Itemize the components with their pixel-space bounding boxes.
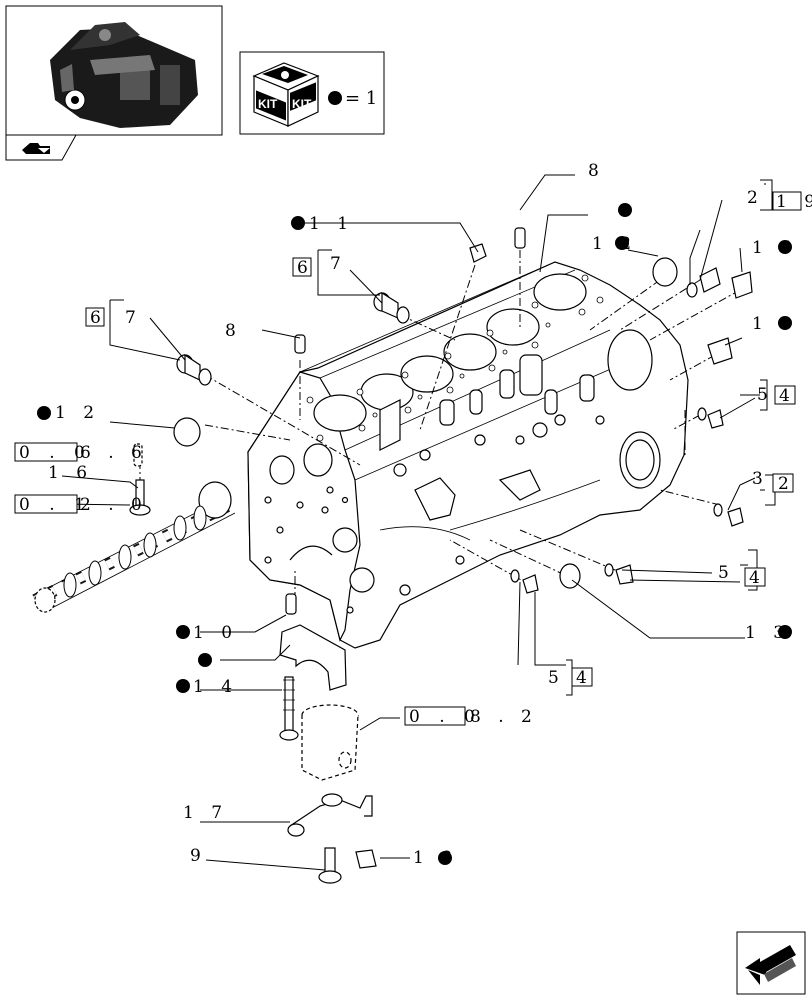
callout-dots (37, 203, 792, 865)
callout-15: 1 5 (752, 238, 797, 258)
plug-5-lower (615, 564, 634, 585)
ref-box-0-08-2: 0 . 0 (409, 707, 482, 727)
washer-3 (713, 503, 723, 517)
washer-5-bottom (510, 569, 520, 583)
plug-15 (731, 271, 753, 299)
plug-3 (727, 507, 744, 527)
washer-2 (686, 282, 698, 298)
plug-top (469, 243, 487, 263)
callout-labels: 8 2 1 9 1 1 1 2 1 5 6 7 6 7 8 1 1 5 4 1 … (19, 161, 812, 868)
oil-nozzle-17 (287, 793, 373, 837)
kit-legend: KIT KIT = 1 (239, 51, 385, 135)
callout-10: 1 0 (193, 623, 238, 643)
plug-5-bottom (522, 574, 539, 594)
engine-thumbnail[interactable] (5, 5, 223, 161)
pin-06-6 (133, 443, 143, 467)
folder-arrow-icon (22, 143, 50, 154)
kit-dot-marker (328, 91, 342, 105)
callout-16: 1 6 (48, 463, 93, 483)
ref-box-6-upper: 6 (297, 258, 315, 278)
dowel-10 (285, 593, 297, 615)
callout-7-upper: 7 (330, 254, 347, 274)
small-parts (129, 227, 753, 884)
next-page-button[interactable] (736, 931, 806, 995)
callout-3: 3 (752, 469, 769, 489)
engine-thumbnail-image (50, 22, 198, 128)
plug-18 (355, 849, 377, 869)
bolt-holes (306, 274, 604, 442)
side-face-details (379, 329, 661, 596)
bolt-9 (318, 847, 342, 884)
main-bearing-cap (279, 624, 347, 691)
ref-box-6-lower: 6 (90, 308, 108, 328)
callout-5-bottom: 5 (548, 668, 565, 688)
callout-0-06-6-rest: 6 . 6 (80, 443, 148, 463)
callout-19: 1 9 (776, 192, 812, 212)
bolt-14 (279, 676, 299, 741)
callout-18: 1 8 (413, 848, 458, 868)
callout-2: 2 (747, 188, 764, 208)
ref-box-2: 2 (778, 474, 796, 494)
washer-5-lower (604, 563, 614, 577)
callout-7-lower: 7 (125, 308, 142, 328)
callout-8-top: 8 (588, 161, 605, 181)
kit-equals-text: = 1 (345, 88, 377, 109)
callout-8-mid: 8 (225, 321, 242, 341)
kit-label-right: KIT (292, 97, 312, 111)
arrow-icon (745, 945, 796, 985)
seal-13 (559, 563, 581, 589)
ref-box-4-lower: 4 (749, 568, 767, 588)
ref-box-0-06-6: 0 . 0 (19, 443, 92, 463)
washer-5-right (697, 407, 707, 421)
plug-11-right (707, 337, 733, 365)
kit-box-icon: KIT KIT (252, 62, 320, 127)
callout-0-08-2-rest: 8 . 2 (470, 707, 538, 727)
dowel-pin-top (514, 227, 526, 249)
callout-leaders (61, 174, 776, 871)
ref-box-4-bottom: 4 (576, 668, 594, 688)
seal-left (173, 417, 201, 447)
front-face-details (264, 443, 375, 614)
callout-12-top: 1 2 (592, 234, 637, 254)
plug-5-right (707, 409, 724, 429)
reference-boxes (14, 183, 802, 726)
callout-11: 1 1 (309, 214, 354, 234)
plug-2 (699, 267, 721, 293)
kit-label-left: KIT (258, 97, 278, 111)
callout-13: 1 3 (745, 623, 790, 643)
assembly-lines (139, 250, 741, 600)
plug-7-lower (176, 353, 212, 386)
dowel-pin-mid (294, 334, 306, 354)
callout-5-lower: 5 (718, 563, 735, 583)
ref-box-0-12-0: 0 . 1 (19, 495, 92, 515)
plug-7-upper (373, 291, 410, 324)
callout-11-right: 1 1 (752, 314, 797, 334)
seal-top-right (652, 257, 678, 287)
engine-block-drawing (247, 261, 689, 649)
callout-17: 1 7 (183, 803, 228, 823)
bolt-16 (129, 479, 151, 516)
camshaft (32, 481, 236, 613)
ref-box-4-right: 4 (779, 386, 797, 406)
callout-14: 1 4 (193, 677, 238, 697)
callout-12-left: 1 2 (55, 403, 100, 423)
callout-5-right: 5 (757, 385, 774, 405)
piston-ref (301, 704, 359, 781)
callout-9: 9 (190, 846, 207, 866)
callout-0-12-0-rest: 2 . 0 (80, 495, 148, 515)
